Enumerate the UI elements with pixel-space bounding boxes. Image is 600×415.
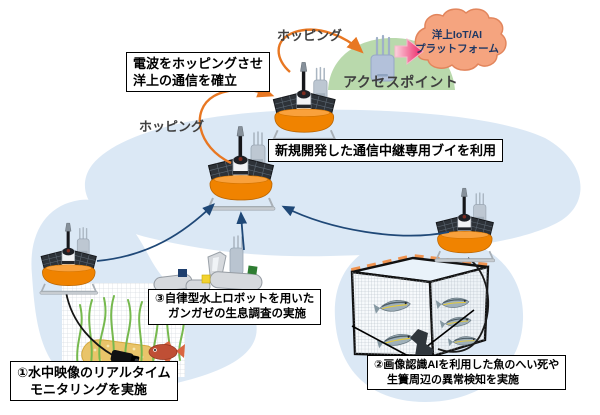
callout-radio-line1: 電波をホッピングさせ [133,56,264,71]
callout-step2-line1: ②画像認識AIを利用した魚のへい死や [374,359,560,371]
data-link-arrows [96,203,450,262]
hopping-label-left: ホッピング [139,119,205,134]
callout-relay-text: 新規開発した通信中継専用ブイを利用 [275,143,497,158]
offshore-iot-ai-platform-cloud [414,8,507,71]
hopping-label-top: ホッピング [277,28,343,43]
arrow-right-buoy-to-center [281,205,450,237]
cloud-label-line2: プラットフォーム [415,42,499,55]
pink-uplink-arrow [394,37,424,66]
cage-camera-cable [437,257,489,353]
arrow-robot-to-center [236,211,248,251]
arrow-left-buoy-to-center [96,203,215,262]
access-point-label: アクセスポイント [343,74,459,90]
red-fish [148,341,185,364]
callout-step1-underwater-video: ①水中映像のリアルタイム モニタリングを実施 [10,361,178,402]
cloud-platform-label: 洋上IoT/AI プラットフォーム [413,29,501,56]
callout-step1-line1: ①水中映像のリアルタイム [17,365,171,380]
callout-step3-line1: ③自律型水上ロボットを用いた [155,293,315,305]
callout-step2-image-ai: ②画像認識AIを利用した魚のへい死や 生簀周辺の異常検知を実施 [367,355,567,391]
callout-step3-line2: ガンガゼの生息調査の実施 [168,308,306,321]
callout-radio-line2: 洋上の通信を確立 [133,73,238,89]
wifi-access-point-icon [370,34,395,82]
callout-radio-hopping: 電波をホッピングさせ 洋上の通信を確立 [126,52,271,93]
arrow-hop-upper-to-ap [277,28,364,73]
cloud-label-line1: 洋上IoT/AI [431,29,483,41]
camera-cable-left [65,291,115,357]
cage-camera-icon [410,329,434,362]
callout-step1-line2: モニタリングを実施 [30,382,148,398]
callout-step2-line2: 生簀周辺の異常検知を実施 [387,373,519,386]
fish-cage-icon [350,253,490,362]
callout-relay-buoy: 新規開発した通信中継専用ブイを利用 [268,139,504,163]
callout-step3-surface-robot: ③自律型水上ロボットを用いた ガンガゼの生息調査の実施 [148,289,322,326]
